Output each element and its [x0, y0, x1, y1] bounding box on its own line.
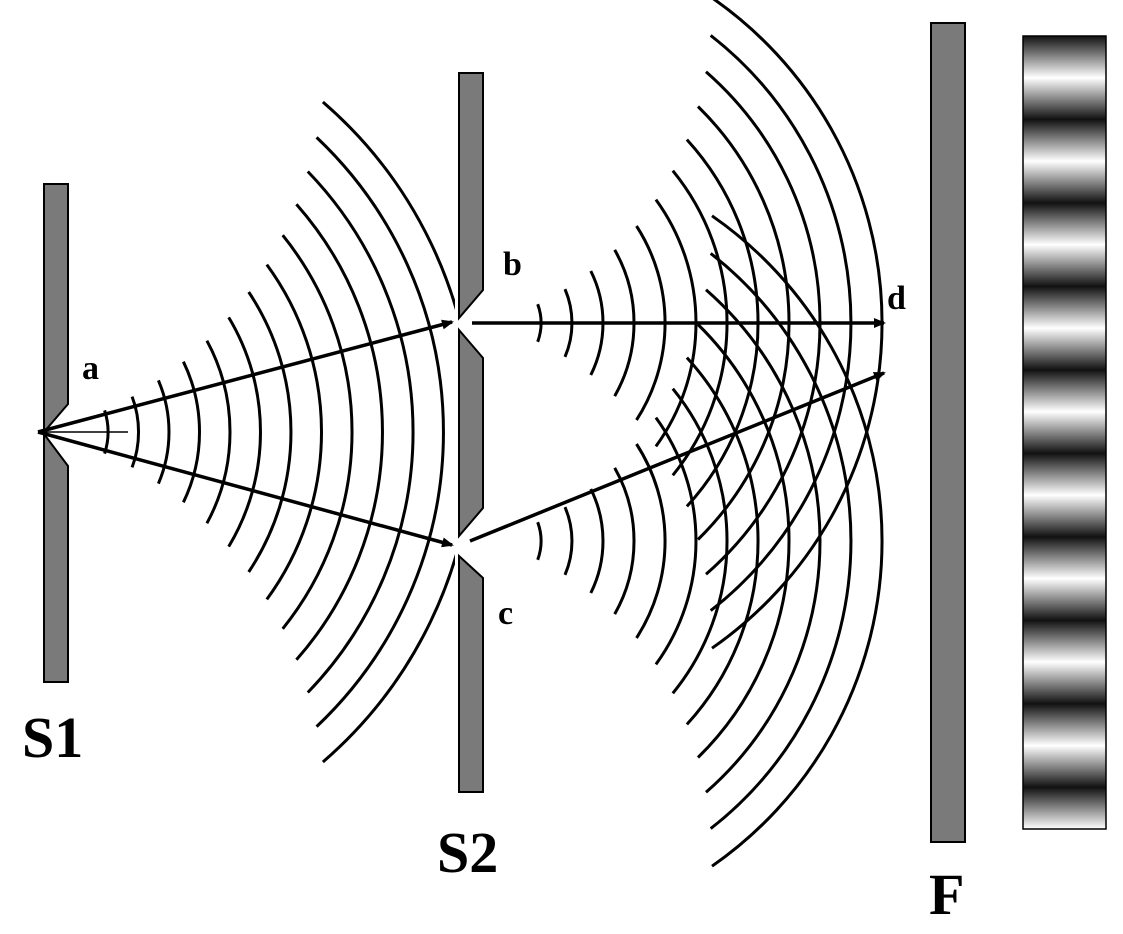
wavefront-arc	[315, 136, 445, 728]
wavefronts-from-s1	[103, 100, 455, 764]
wavefront-arc	[321, 100, 455, 764]
wavefront-arc	[589, 488, 605, 594]
ray-a-to-b	[37, 319, 454, 434]
wavefront-arc	[613, 467, 636, 615]
wavefront-arc	[295, 203, 384, 661]
wavefront-arc	[227, 316, 262, 548]
label-s1: S1	[22, 705, 83, 770]
wavefront-arc	[671, 387, 729, 695]
wavefront-arc	[709, 252, 853, 830]
wavefront-arc	[696, 323, 791, 759]
wavefronts-from-slit-c	[536, 214, 884, 868]
wavefront-arc	[247, 291, 293, 573]
ray-a-to-c	[37, 430, 454, 548]
fringe-pattern	[1022, 35, 1107, 830]
wavefront-arc	[281, 234, 354, 630]
label-c: c	[498, 595, 513, 632]
wavefront-arc	[265, 263, 323, 601]
wavefront-arc	[182, 361, 202, 503]
label-a: a	[82, 350, 99, 387]
wavefront-arc	[306, 170, 415, 694]
wavefront-arc	[130, 396, 140, 468]
wavefront-arc	[654, 416, 698, 666]
ray-c-to-d	[469, 371, 886, 543]
wavefront-arc	[711, 214, 884, 868]
wavefront-arc	[157, 379, 171, 485]
screen-f	[930, 22, 966, 843]
wavefront-arc	[685, 356, 760, 726]
wavefront-arc	[536, 521, 543, 561]
label-f: F	[929, 862, 964, 927]
barrier-s1	[43, 183, 69, 683]
label-d: d	[887, 280, 906, 317]
label-b: b	[503, 246, 522, 283]
ray-arrows	[37, 318, 886, 548]
wavefront-arc	[563, 506, 574, 576]
wavefront-arc	[205, 339, 232, 525]
wavefront-arc	[705, 288, 822, 794]
barrier-s2	[458, 72, 484, 793]
label-s2: S2	[437, 820, 498, 885]
